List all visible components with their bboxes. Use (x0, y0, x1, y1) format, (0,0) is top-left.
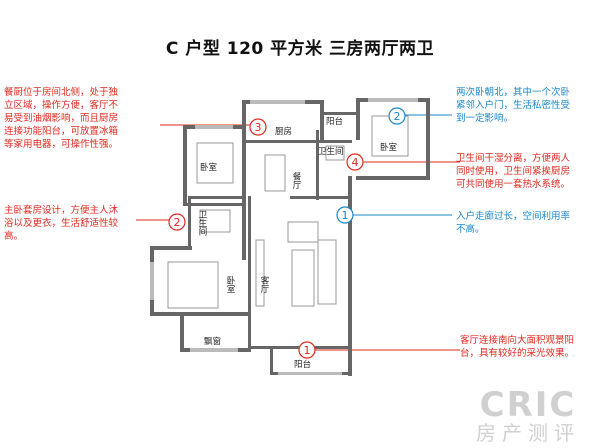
badge-4: 4 (346, 153, 364, 171)
entry-cabinet (287, 221, 319, 243)
badge-2-red: 2 (168, 213, 186, 231)
room-label-balcony-top: 阳台 (326, 116, 343, 127)
page-title: C 户型 120 平方米 三房两厅两卫 (165, 39, 435, 59)
room-label-kitchen: 厨房 (275, 126, 292, 137)
room-label-balcony-bottom: 阳台 (294, 359, 311, 370)
svg-text:2: 2 (174, 216, 181, 229)
room-label-dining: 餐厅 (291, 172, 301, 189)
room-label-bay-window: 飘窗 (204, 336, 221, 347)
badge-1-blue: 1 (336, 206, 354, 224)
note-bath: 卫生间干湿分离，方便两人 同时使用，卫生间紧挨厨房 可共同使用一套热水系统。 (456, 153, 571, 190)
walls (150, 98, 430, 376)
svg-text:2: 2 (394, 110, 401, 123)
bath-fixture-left (199, 209, 231, 233)
svg-text:1: 1 (304, 344, 311, 357)
room-label-bedroom-right-top: 卧室 (380, 142, 398, 153)
blue-connectors (352, 114, 452, 216)
cric-watermark: CRIC 房产测评 (476, 385, 580, 445)
bath-fixture (325, 145, 345, 161)
note-entry: 入户走廊过长，空间利用率 不高。 (456, 211, 571, 235)
sofa (317, 239, 337, 305)
windows (150, 98, 418, 375)
room-label-bedroom-master: 卧室 (225, 276, 235, 293)
sofa-table (291, 249, 315, 307)
svg-text:1: 1 (342, 209, 349, 222)
note-master: 主卧套房设计，方便主人沐 浴以及更衣，生活舒适性较 高。 (4, 205, 119, 242)
badge-3: 3 (249, 118, 267, 136)
svg-text:4: 4 (352, 156, 359, 169)
note-living: 客厅连接南向大面积观景阳 台，具有较好的采光效果。 (460, 335, 575, 359)
tv-cabinet (255, 239, 265, 307)
badge-1-red: 1 (298, 341, 316, 359)
room-label-bedroom-left-top: 卧室 (200, 162, 218, 173)
bed-left-top (196, 142, 234, 184)
svg-text:3: 3 (255, 121, 262, 134)
badge-2-blue: 2 (388, 107, 406, 125)
bed-master (167, 261, 219, 309)
note-second-bed: 两次卧朝北，其中一个次卧 紧邻入户门，生活私密性受 到一定影响。 (456, 87, 571, 124)
room-label-bath-top: 卫生间 (318, 146, 344, 157)
dining-table (264, 154, 286, 192)
furniture (167, 115, 409, 309)
room-label-living: 客厅 (259, 275, 269, 293)
room-label-bath-left: 卫生间 (197, 210, 207, 236)
note-kitchen: 餐厨位于房间北侧，处于独 立区域，操作方便，客厅不 易受到油烟影响，而且厨房 连… (4, 87, 119, 150)
